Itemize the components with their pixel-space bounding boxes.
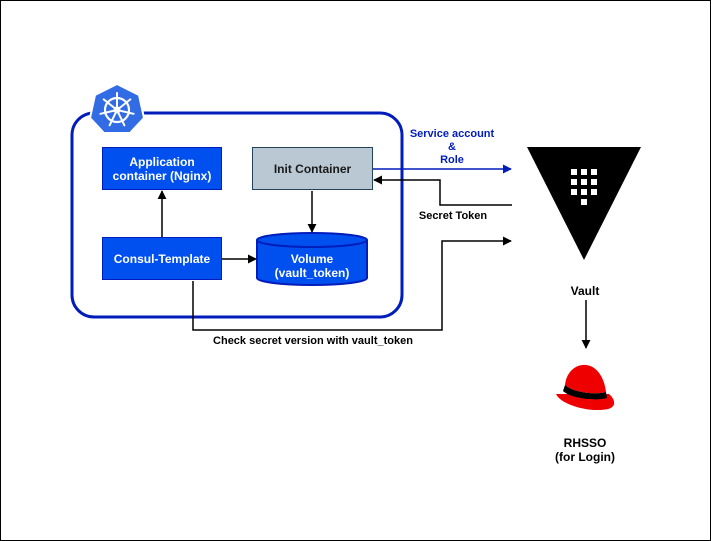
rhsso-label-line1: RHSSO [563, 436, 607, 450]
volume-label-line1: Volume [290, 252, 334, 266]
volume-label-line2: (vault_token) [274, 266, 350, 280]
vault-label: Vault [570, 284, 600, 298]
service-account-line2: & [448, 141, 456, 153]
kubernetes-icon [88, 82, 146, 134]
check-secret-label: Check secret version with vault_token [213, 335, 413, 347]
edge-vault-to-init [373, 175, 512, 206]
app-container-node: Application container (Nginx) [102, 147, 222, 190]
app-container-label: Application container (Nginx) [112, 154, 212, 183]
service-account-line1: Service account [409, 128, 495, 140]
init-container-label: Init Container [273, 161, 352, 176]
service-account-label: Service account & Role [402, 128, 502, 167]
rhsso-label-line2: (for Login) [555, 450, 615, 464]
edge-consul-check-vault [192, 236, 512, 331]
service-account-line3: Role [440, 154, 464, 166]
volume-cylinder [256, 232, 368, 286]
secret-token-label: Secret Token [418, 210, 488, 222]
rhsso-label: RHSSO (for Login) [535, 436, 635, 464]
volume-label: Volume (vault_token) [257, 250, 367, 282]
pod-boundary [70, 111, 404, 319]
init-container-node: Init Container [252, 147, 373, 190]
consul-template-label: Consul-Template [113, 251, 211, 266]
vault-icon [527, 147, 641, 260]
redhat-hat-icon [556, 364, 615, 411]
consul-template-node: Consul-Template [102, 237, 222, 280]
